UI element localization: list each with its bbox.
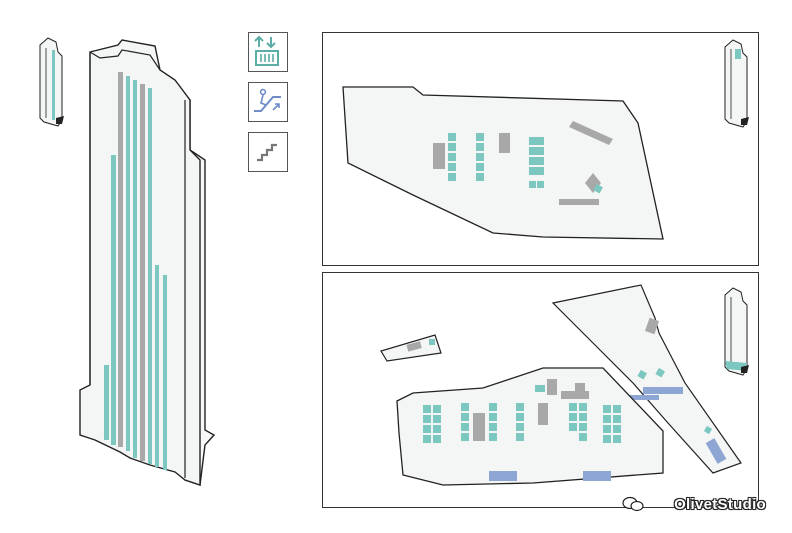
legend-escalator [248,82,288,122]
elevator-car [535,385,545,392]
elevator-shaft [111,155,116,445]
elevator-car [429,339,435,345]
core-block [538,403,548,425]
escalator-icon [254,88,281,112]
elevator-car [655,367,665,378]
tower-key-icon [39,37,64,127]
floor-outline [342,86,664,240]
escalator [619,395,659,400]
escalator [583,471,611,481]
tower-top-edge [89,49,161,71]
elevator-car [593,183,603,194]
core-block [433,143,445,169]
core-block [559,199,599,205]
floor-outline-wing [551,284,742,474]
elevator-shaft [148,88,152,464]
floor-outline-main [396,367,664,486]
core-block [575,383,585,391]
elevator-shaft [133,80,137,458]
legend-elevator [248,32,288,72]
legend-stairs [248,132,288,172]
floor-plan-lower [380,284,749,486]
elevator-car [703,425,713,435]
floor-plan-panel-lower [322,272,759,508]
core-block [499,133,510,153]
core-block [547,379,557,395]
floor-plan-panel-upper [322,32,759,266]
floor-plan-upper [342,39,749,240]
tower-axonometric [39,37,216,486]
core-shaft [140,84,145,461]
elevator-shaft [155,265,159,467]
tower-key-icon [724,287,749,376]
wechat-icon [622,496,644,512]
tower-key-icon [724,39,749,128]
elevator-bank [423,405,441,443]
elevator-car [637,369,647,380]
core-shaft [118,72,123,447]
stairs-icon [257,143,277,162]
core-block [569,121,613,145]
core-block [473,413,485,441]
core-block [644,317,660,335]
escalator [489,471,517,481]
elevator-bank [569,403,587,441]
escalator [705,438,727,464]
elevator-bank [461,403,497,441]
elevator-bank [603,405,621,443]
elevator-bank [516,403,524,441]
core-block [561,391,589,399]
elevator-icon [254,35,279,66]
elevator-bank [448,133,484,181]
elevator-shaft [104,365,109,440]
watermark-text: OlivetStudio [674,496,766,513]
elevator-shaft [163,275,167,470]
elevator-bank [529,137,544,188]
elevator-shaft [126,76,130,451]
escalator [643,387,683,394]
